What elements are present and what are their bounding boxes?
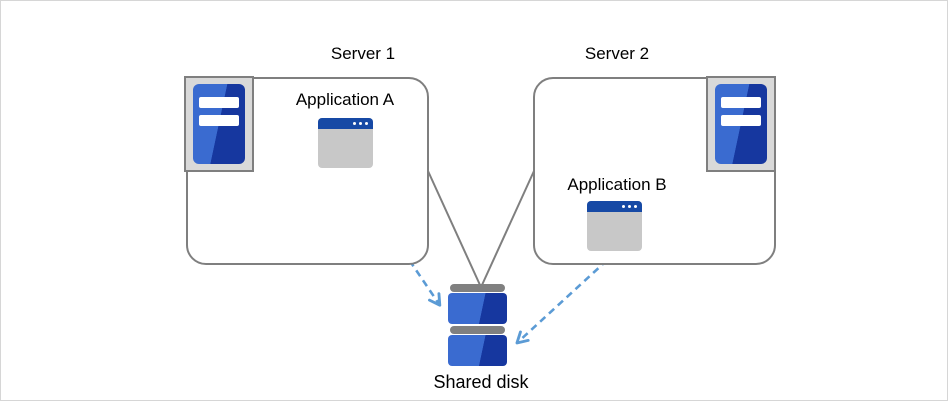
server-slot [199, 97, 239, 108]
server1-to-disk-line [427, 170, 481, 286]
disk-top-bar [450, 326, 505, 334]
server-slot [199, 115, 239, 126]
app-b-to-disk-arrow [515, 251, 617, 345]
disk-top-bar [450, 284, 505, 292]
server2-tower-icon [706, 76, 776, 172]
server-slot [721, 115, 761, 126]
application-b-window-icon [587, 201, 642, 251]
application-b-label: Application B [567, 175, 667, 194]
application-a-window-icon [318, 118, 373, 168]
window-dots-icon [622, 205, 637, 208]
server1-label: Server 1 [330, 44, 396, 63]
disk-unit [448, 335, 507, 366]
shared-disk-label: Shared disk [433, 372, 529, 392]
server1-tower-icon [184, 76, 254, 172]
disk-unit [448, 293, 507, 324]
shared-disk-icon [448, 284, 507, 366]
server-slot [721, 97, 761, 108]
application-a-label: Application A [295, 90, 395, 109]
server2-label: Server 2 [584, 44, 650, 63]
window-dots-icon [353, 122, 368, 125]
window-titlebar [587, 201, 642, 212]
server-tower-chassis [715, 84, 767, 164]
window-titlebar [318, 118, 373, 129]
server2-to-disk-line [481, 170, 535, 286]
server-tower-chassis [193, 84, 245, 164]
